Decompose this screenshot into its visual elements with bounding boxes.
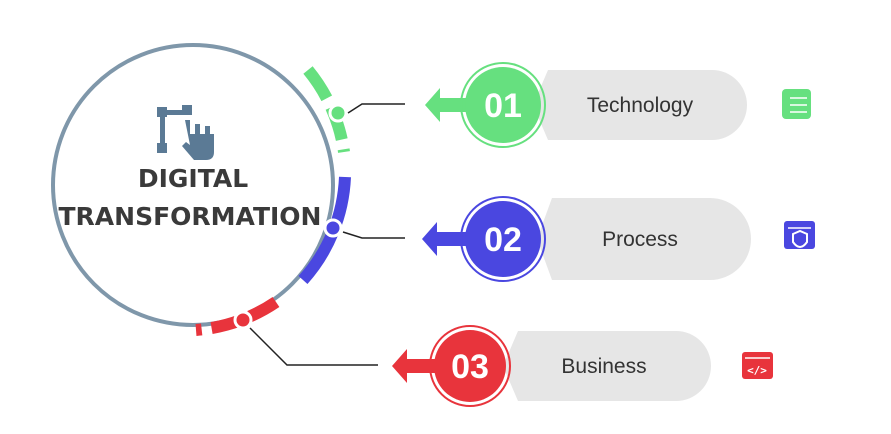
item-technology[interactable]: 01 Technology <box>425 62 747 148</box>
browser-shield-icon <box>784 221 815 249</box>
connector-1 <box>347 103 405 114</box>
title-line-2: TRANSFORMATION <box>59 202 322 231</box>
arrow-left-icon <box>392 349 438 383</box>
red-dot <box>233 310 253 330</box>
connector-3 <box>249 327 378 366</box>
blue-dot <box>323 218 343 238</box>
item-business[interactable]: 03 Business <box>392 325 711 407</box>
title-line-1: DIGITAL <box>138 164 248 193</box>
arrow-left-icon <box>422 222 468 256</box>
svg-text:</>: </> <box>747 364 767 377</box>
item-process[interactable]: 02 Process <box>422 196 751 282</box>
server-list-icon <box>782 89 811 119</box>
item-number: 02 <box>484 221 522 259</box>
item-label: Technology <box>587 94 694 117</box>
green-dot <box>328 103 348 123</box>
item-label: Process <box>602 228 678 251</box>
browser-code-icon: </> <box>742 352 773 379</box>
item-label: Business <box>561 355 646 378</box>
arrow-left-icon <box>425 88 470 122</box>
item-number: 01 <box>484 87 522 125</box>
item-number: 03 <box>451 348 489 386</box>
hand-touch-icon <box>157 105 214 160</box>
central-circle <box>51 43 335 327</box>
connector-2 <box>342 231 405 239</box>
